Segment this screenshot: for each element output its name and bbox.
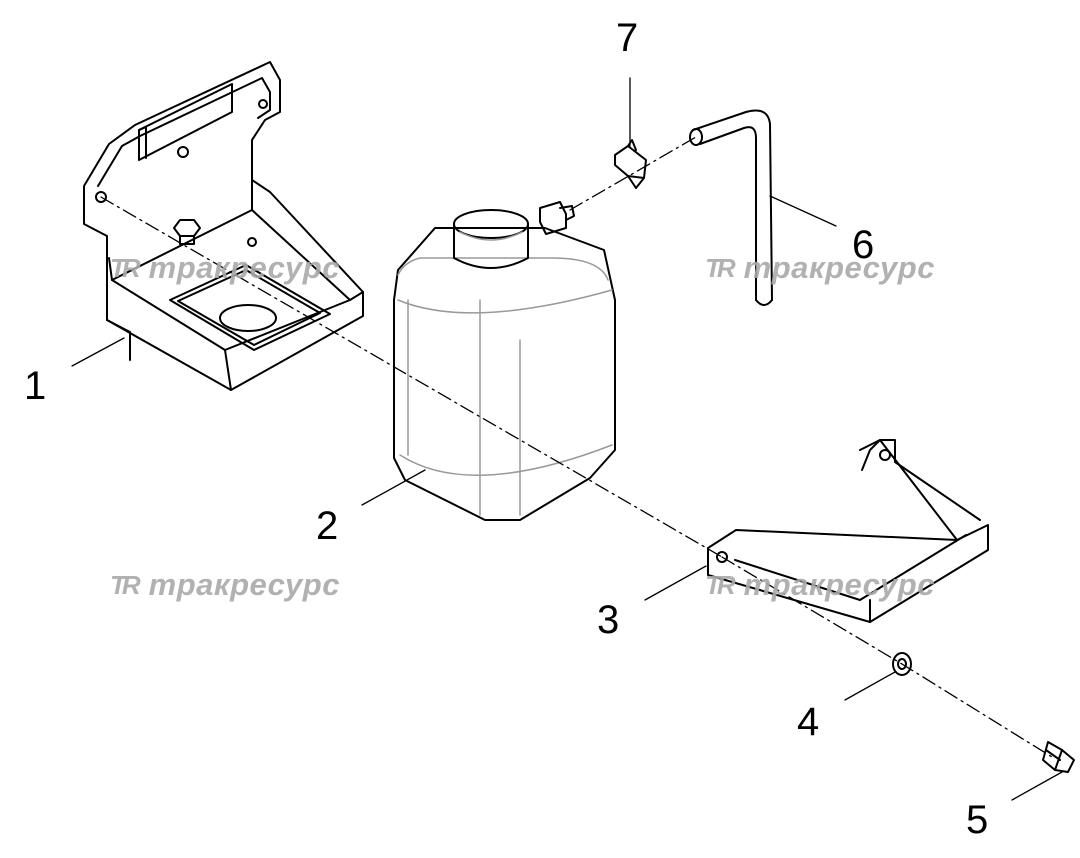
leader-line-1 (71, 337, 125, 367)
watermark: TR тракресурс (110, 567, 340, 603)
part-2-tank (393, 201, 616, 521)
watermark-text: тракресурс (148, 567, 340, 602)
callout-1: 1 (24, 364, 47, 408)
watermark-text: тракресурс (743, 250, 935, 285)
watermark: TR тракресурс (705, 250, 935, 286)
callout-2: 2 (316, 504, 339, 548)
watermark-logo: TR (110, 252, 141, 283)
part-4-washer (892, 652, 912, 676)
part-3-strap (707, 439, 989, 623)
part-6-hose (689, 109, 773, 306)
leader-line-4 (844, 671, 896, 701)
watermark-logo: TR (110, 569, 141, 600)
callout-6: 6 (852, 223, 875, 267)
watermark-logo: TR (705, 252, 736, 283)
watermark: TR тракресурс (110, 250, 340, 286)
part-5-bolt (1042, 741, 1075, 773)
part-7-connector (614, 139, 647, 189)
watermark-text: тракресурс (148, 250, 340, 285)
watermark-text: тракресурс (743, 567, 935, 602)
callout-4: 4 (797, 700, 820, 744)
leader-line-2 (361, 469, 426, 506)
leader-line-3 (644, 565, 707, 601)
watermark: TR тракресурс (705, 567, 935, 603)
leader-line-5 (1011, 771, 1063, 801)
leader-line-6 (769, 195, 837, 227)
callout-3: 3 (597, 598, 620, 642)
watermark-logo: TR (705, 569, 736, 600)
assembly-axes (100, 136, 1053, 758)
leader-lines (71, 77, 1063, 801)
callout-5: 5 (966, 798, 989, 842)
callout-7: 7 (616, 16, 639, 60)
part-1-bracket (83, 61, 364, 391)
